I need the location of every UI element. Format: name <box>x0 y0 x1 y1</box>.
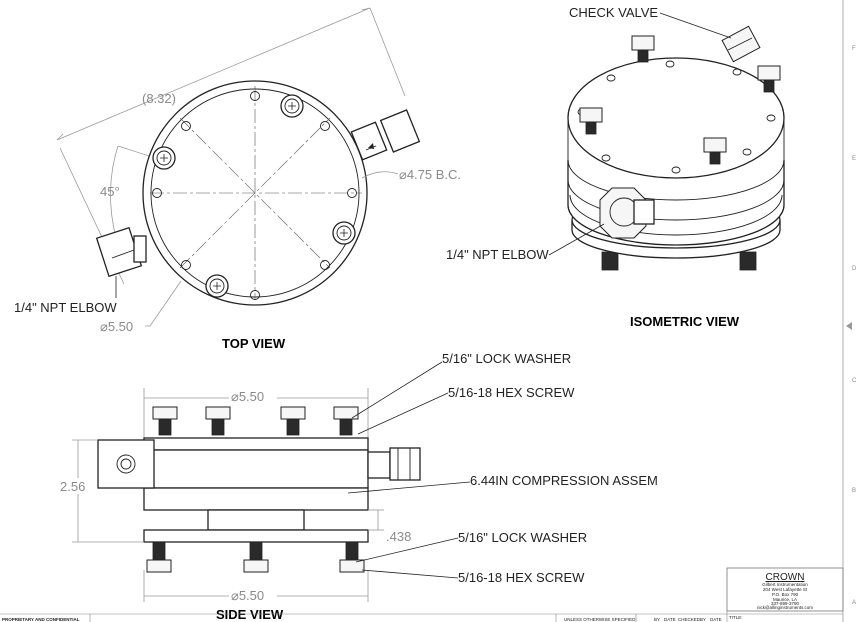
bolt-holes <box>152 91 357 300</box>
dimension-gap: .438 <box>386 529 411 544</box>
zone-mark-a: A <box>852 600 856 606</box>
label-hex-screw-top: 5/16-18 HEX SCREW <box>448 385 575 400</box>
label-check-valve: CHECK VALVE <box>569 5 658 20</box>
center-mark-icon <box>846 322 852 330</box>
check-valve-top <box>350 109 421 161</box>
tolerance-note: UNLESS OTHERWISE SPECIFIED: <box>564 617 637 622</box>
dimension-overall-reference: (8.32) <box>142 91 176 106</box>
top-view: (8.32) 45° <box>14 7 461 351</box>
title-top-view: TOP VIEW <box>222 336 286 351</box>
side-npt-elbow <box>97 439 155 489</box>
zone-mark-d: D <box>852 266 857 272</box>
zone-mark-f: F <box>852 46 856 52</box>
side-top-flange <box>143 437 369 451</box>
side-lower-section <box>143 487 369 511</box>
dimension-side-height: 2.56 <box>60 479 85 494</box>
company-address-2: P.O. Box 790 <box>772 592 799 597</box>
title-block: CROWN Gilbert Instrumentation 204 West L… <box>0 567 844 622</box>
iso-npt-elbow <box>599 187 655 239</box>
company-address-3: Maurice, LA <box>773 597 797 602</box>
label-hex-screw-bottom: 5/16-18 HEX SCREW <box>458 570 585 585</box>
col-checked: CHECKED <box>678 617 701 622</box>
label-npt-elbow-top: 1/4" NPT ELBOW <box>14 300 117 315</box>
dimension-bolt-circle: ⌀4.75 B.C. <box>399 167 461 182</box>
company-address-1: 204 West Lafayette St <box>763 587 808 592</box>
zone-mark-c: C <box>852 378 857 384</box>
col-by: BY <box>654 617 660 622</box>
side-check-valve <box>367 447 421 481</box>
col-by-2: BY <box>700 617 706 622</box>
label-lock-washer-bottom: 5/16" LOCK WASHER <box>458 530 587 545</box>
dimension-side-bottom-diameter: ⌀5.50 <box>231 588 264 603</box>
zone-mark-b: B <box>852 488 856 494</box>
drawing-border-right: F E D C B A <box>842 0 857 622</box>
title-side-view: SIDE VIEW <box>216 607 284 622</box>
isometric-view: CHECK VALVE 1/4" NPT ELBOW ISOMETRIC VIE… <box>446 5 785 329</box>
title-field-label: TITLE: <box>729 615 743 620</box>
side-spacer <box>207 509 305 531</box>
zone-mark-e: E <box>852 156 856 162</box>
side-bottom-screws <box>146 541 365 573</box>
company-subtitle: Gilbert Instrumentation <box>762 582 808 587</box>
col-date: DATE <box>664 617 676 622</box>
proprietary-notice: PROPRIETARY AND CONFIDENTIAL <box>2 617 80 622</box>
iso-lower-bolts <box>601 251 757 271</box>
label-lock-washer-top: 5/16" LOCK WASHER <box>442 351 571 366</box>
screw-heads-top <box>152 94 356 298</box>
iso-check-valve <box>721 25 761 63</box>
iso-hex-screws <box>579 35 781 165</box>
company-email: nick@allinginstruments.com <box>757 605 813 610</box>
company-name: CROWN <box>766 572 805 583</box>
side-body <box>143 449 369 489</box>
dimension-side-top-diameter: ⌀5.50 <box>231 389 264 404</box>
side-bottom-plate <box>143 529 369 543</box>
side-view: ⌀5.50 <box>58 351 658 622</box>
dimension-angle: 45° <box>100 184 120 199</box>
dimension-top-diameter: ⌀5.50 <box>100 319 133 334</box>
company-phone: 337-898-3790 <box>771 601 800 606</box>
label-compression-assem: 6.44IN COMPRESSION ASSEM <box>470 473 658 488</box>
side-top-screws <box>152 406 359 436</box>
col-date-2: DATE <box>710 617 722 622</box>
npt-elbow-top <box>95 226 147 278</box>
title-isometric-view: ISOMETRIC VIEW <box>630 314 740 329</box>
label-npt-elbow-iso: 1/4" NPT ELBOW <box>446 247 549 262</box>
